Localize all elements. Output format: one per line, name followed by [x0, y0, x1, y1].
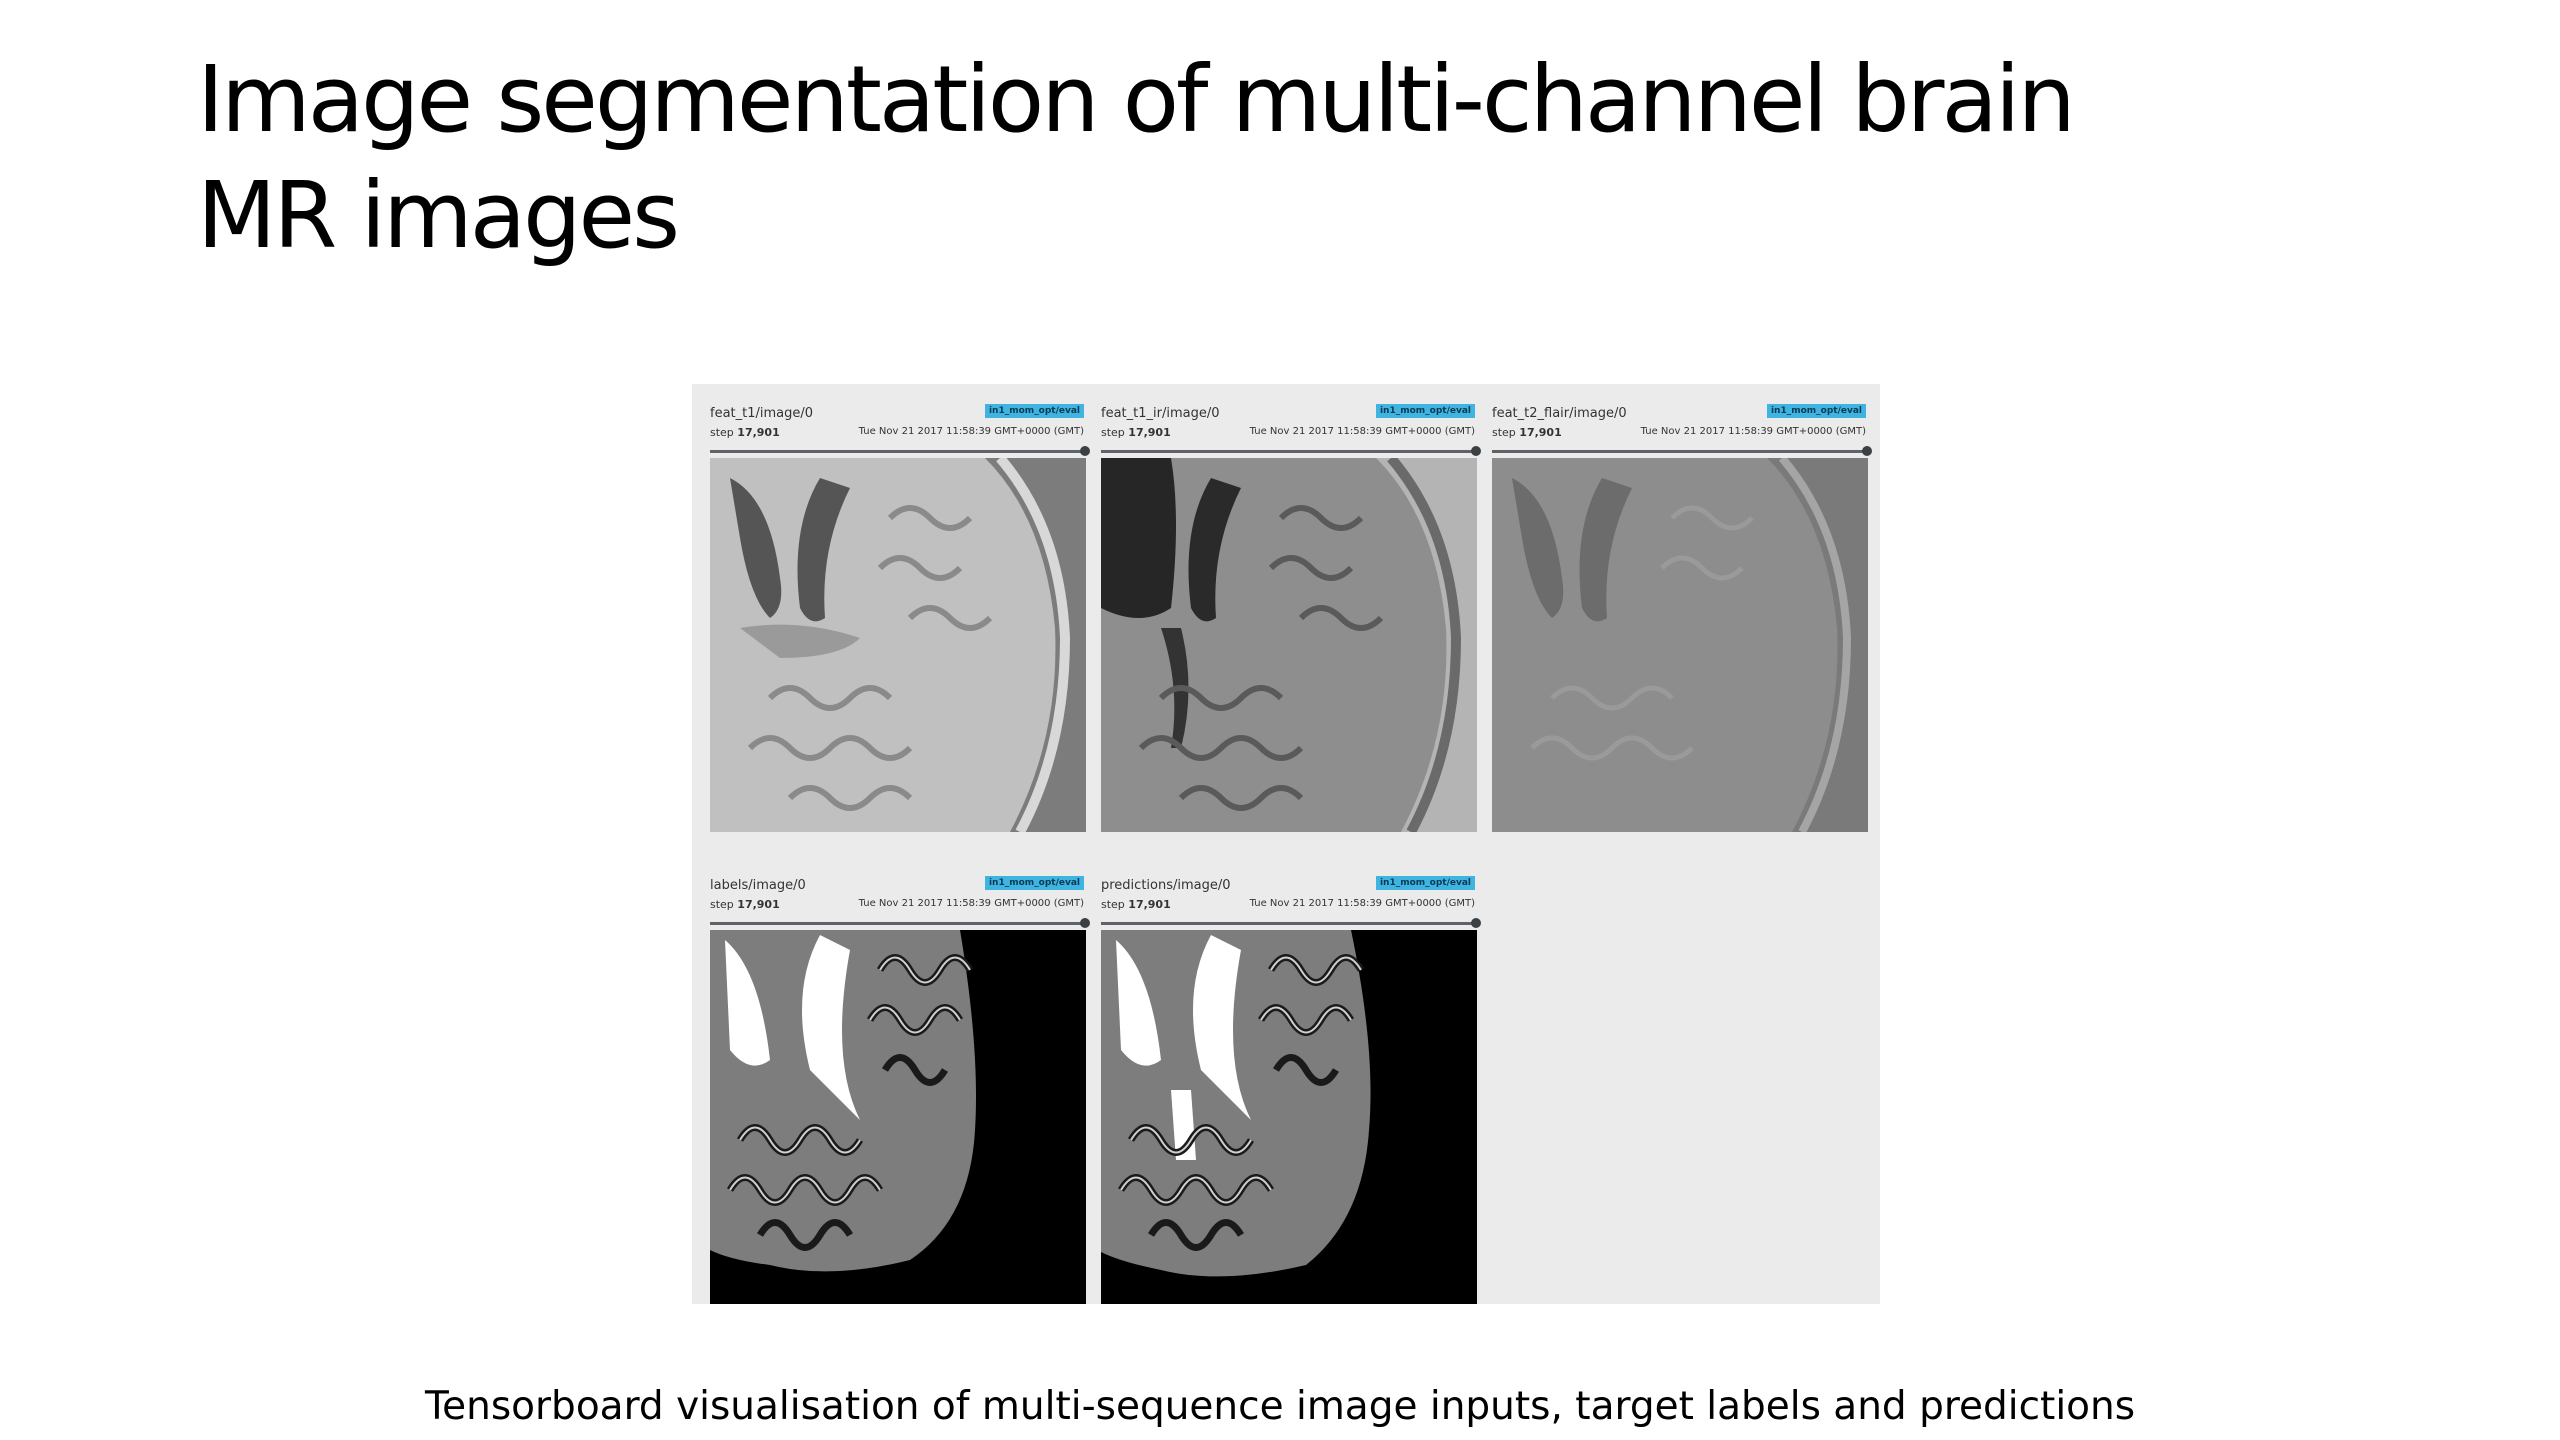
step-readout: step 17,901: [1101, 426, 1171, 439]
mri-image-t1: [710, 458, 1086, 832]
step-slider[interactable]: [1492, 450, 1868, 453]
image-card-feat-t1-ir: feat_t1_ir/image/0 in1_mom_opt/eval step…: [1101, 394, 1481, 832]
card-title: labels/image/0: [710, 878, 806, 893]
card-title: predictions/image/0: [1101, 878, 1231, 893]
segmentation-predictions-image: [1101, 930, 1477, 1304]
tensorboard-figure: feat_t1/image/0 in1_mom_opt/eval step 17…: [692, 384, 1880, 1304]
run-tag[interactable]: in1_mom_opt/eval: [1375, 876, 1475, 890]
timestamp: Tue Nov 21 2017 11:58:39 GMT+0000 (GMT): [1640, 426, 1866, 437]
mri-image-t2-flair: [1492, 458, 1868, 832]
card-title: feat_t2_flair/image/0: [1492, 406, 1627, 421]
step-readout: step 17,901: [1492, 426, 1562, 439]
step-slider-handle[interactable]: [1471, 918, 1481, 928]
step-readout: step 17,901: [710, 898, 780, 911]
slide-title: Image segmentation of multi-channel brai…: [197, 42, 2197, 274]
step-readout: step 17,901: [710, 426, 780, 439]
step-slider[interactable]: [710, 922, 1086, 925]
timestamp: Tue Nov 21 2017 11:58:39 GMT+0000 (GMT): [858, 898, 1084, 909]
step-slider-handle[interactable]: [1080, 918, 1090, 928]
figure-caption: Tensorboard visualisation of multi-seque…: [424, 1384, 2136, 1429]
slide-title-line1: Image segmentation of multi-channel brai…: [197, 46, 2076, 153]
step-slider[interactable]: [1101, 450, 1477, 453]
run-tag[interactable]: in1_mom_opt/eval: [1375, 404, 1475, 418]
step-readout: step 17,901: [1101, 898, 1171, 911]
card-title: feat_t1/image/0: [710, 406, 814, 421]
run-tag[interactable]: in1_mom_opt/eval: [1766, 404, 1866, 418]
segmentation-labels-image: [710, 930, 1086, 1304]
run-tag[interactable]: in1_mom_opt/eval: [984, 404, 1084, 418]
image-card-labels: labels/image/0 in1_mom_opt/eval step 17,…: [710, 866, 1090, 1304]
image-card-feat-t1: feat_t1/image/0 in1_mom_opt/eval step 17…: [710, 394, 1090, 832]
step-slider-handle[interactable]: [1862, 446, 1872, 456]
step-slider-handle[interactable]: [1080, 446, 1090, 456]
step-slider[interactable]: [710, 450, 1086, 453]
card-title: feat_t1_ir/image/0: [1101, 406, 1220, 421]
mri-image-t1-ir: [1101, 458, 1477, 832]
image-card-predictions: predictions/image/0 in1_mom_opt/eval ste…: [1101, 866, 1481, 1304]
image-card-feat-t2-flair: feat_t2_flair/image/0 in1_mom_opt/eval s…: [1492, 394, 1872, 832]
step-slider[interactable]: [1101, 922, 1477, 925]
timestamp: Tue Nov 21 2017 11:58:39 GMT+0000 (GMT): [1249, 426, 1475, 437]
slide-title-line2: MR images: [197, 162, 680, 269]
timestamp: Tue Nov 21 2017 11:58:39 GMT+0000 (GMT): [858, 426, 1084, 437]
timestamp: Tue Nov 21 2017 11:58:39 GMT+0000 (GMT): [1249, 898, 1475, 909]
step-slider-handle[interactable]: [1471, 446, 1481, 456]
run-tag[interactable]: in1_mom_opt/eval: [984, 876, 1084, 890]
